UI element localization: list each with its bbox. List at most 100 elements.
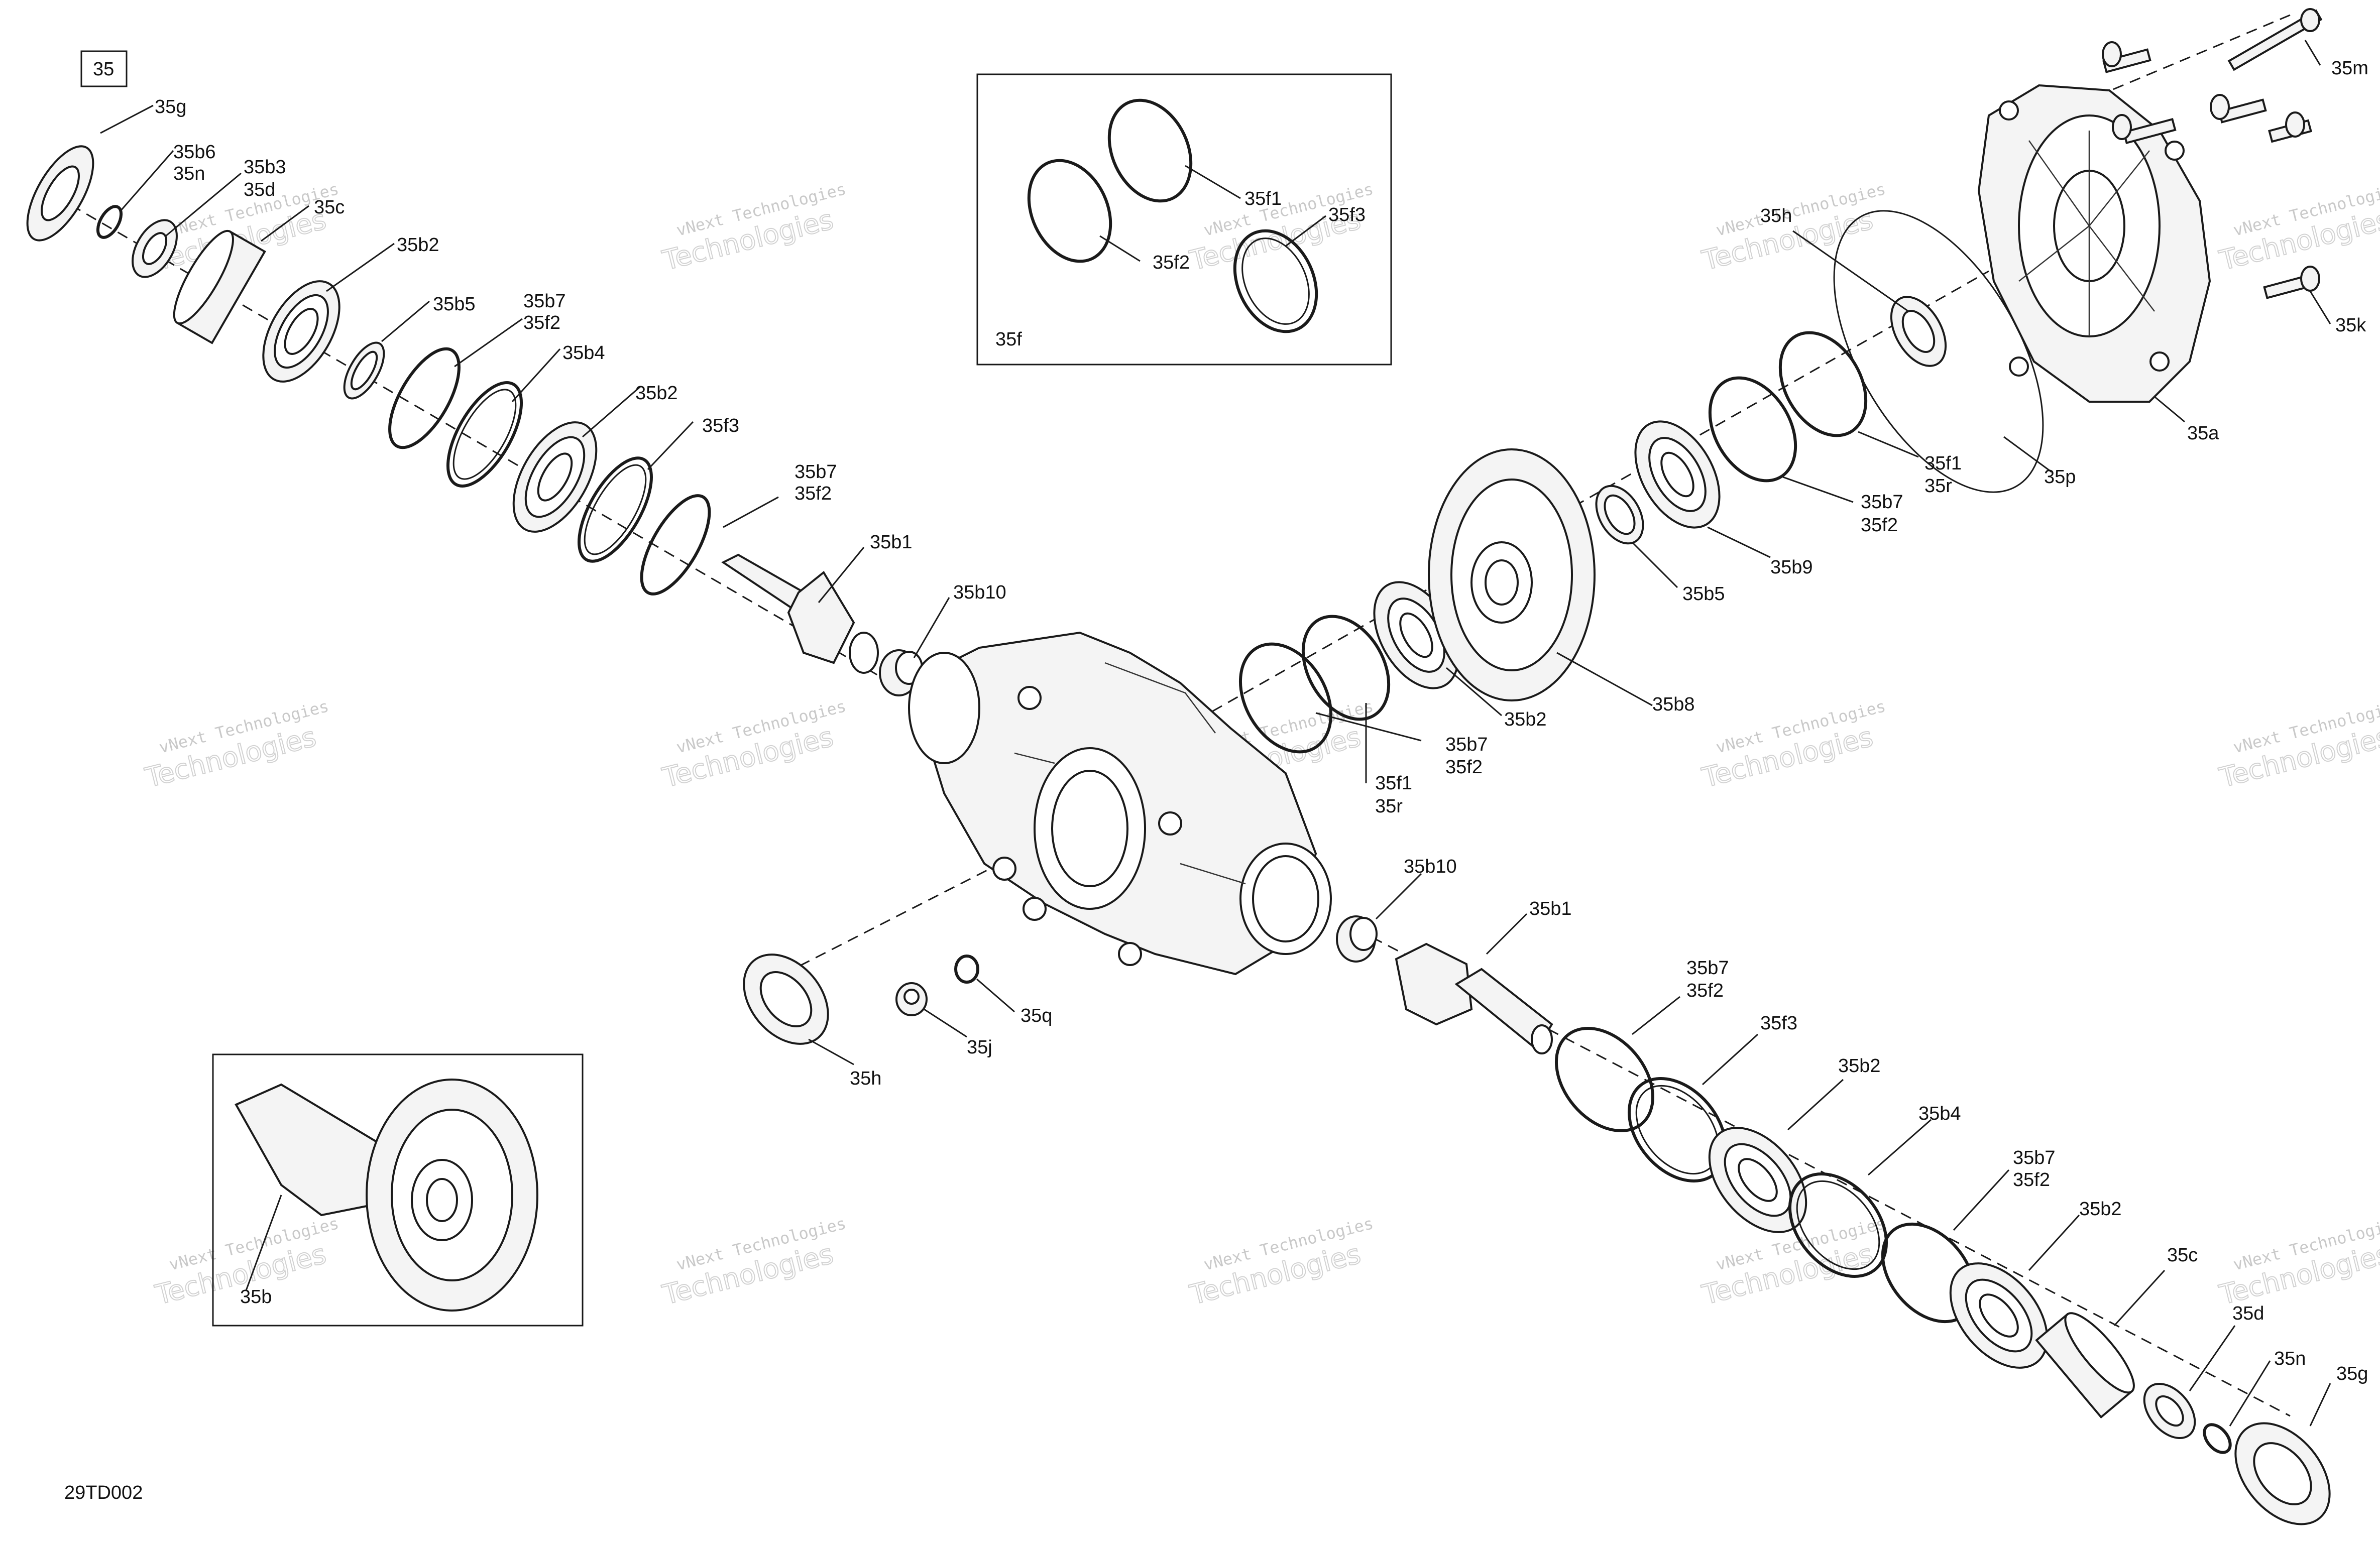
inset-box-35b [212,1053,584,1327]
part-35b7-shim [1238,642,1333,754]
label-35b2: 35b2 [397,234,439,256]
part-35h-seal [743,954,829,1045]
part-35b6-ring [96,205,123,239]
group-label-box [80,50,128,87]
label-35h: 35h [1760,205,1792,226]
part-35d-nut [2143,1382,2196,1440]
label-35f2: 35f2 [1861,515,1898,536]
label-35b7: 35b7 [1861,492,1903,513]
label-35b7: 35b7 [523,291,566,312]
part-35b4-shim [446,381,523,488]
label-35b9: 35b9 [1770,557,1813,578]
part-35b7-shim [388,347,461,449]
label-35b7: 35b7 [1686,958,1729,979]
part-35b9-bearing [1634,420,1721,529]
label-35f2: 35f2 [795,483,832,504]
part-35b1-pinion [1395,942,1553,1054]
part-35h-seal [1890,296,1947,367]
label-35b2: 35b2 [1504,709,1547,730]
label-35b5: 35b5 [1682,583,1725,605]
label-35b1: 35b1 [1529,898,1572,919]
label-35c: 35c [314,197,345,218]
label-35f3-inset: 35f3 [1328,204,1366,225]
label-35b10: 35b10 [953,582,1006,603]
inset-35f2-ring [1027,159,1112,263]
label-35f2: 35f2 [1445,757,1483,778]
leader-lines [100,40,2331,1427]
inset-35f3-ring [1233,229,1318,333]
label-35n: 35n [173,163,205,184]
lower-left-axis [783,848,1030,975]
label-35f-inset: 35f [995,329,1022,350]
label-35b4: 35b4 [1918,1103,1961,1124]
part-35k-bolt [2263,266,2320,299]
label-35d: 35d [2232,1303,2264,1324]
group-label: 35 [93,59,114,80]
part-35b5-spacer [1595,485,1644,545]
part-35a-cover [1977,84,2211,403]
label-35b8: 35b8 [1652,694,1695,715]
label-35b-inset: 35b [240,1286,272,1308]
inset-box-35f [976,73,1392,366]
part-35b1-pinion [721,553,879,674]
part-35q-washer [954,955,979,984]
part-35k-bolt [2268,111,2312,143]
part-35b3-nut [132,219,178,278]
label-35d: 35d [244,179,275,200]
label-35m: 35m [2331,58,2368,79]
label-35b10: 35b10 [1404,856,1457,877]
label-35f3: 35f3 [702,415,739,436]
label-35h: 35h [850,1068,881,1089]
part-35c-sleeve [173,229,266,344]
lower-right-axis [1355,928,2291,1417]
part-35b2-bearing [1708,1127,1807,1233]
part-35k-bolt [2210,94,2267,124]
part-35b7-shim [1554,1026,1655,1133]
label-35n: 35n [2274,1348,2306,1369]
label-35b2: 35b2 [635,383,678,404]
label-35b3: 35b3 [244,157,286,178]
label-35g: 35g [155,96,186,117]
part-35j-plug [895,982,928,1016]
part-35b7-shim [640,494,711,596]
part-labels: 35g 35b6 35n 35b3 35d 35c 35b2 35b5 35b7… [155,58,2368,1384]
label-35f1: 35f1 [1924,453,1962,474]
label-35f2: 35f2 [2013,1169,2050,1191]
label-35g: 35g [2336,1363,2368,1384]
inset-35f1-ring [1107,98,1193,203]
label-35f2-inset: 35f2 [1153,252,1190,273]
label-35b7: 35b7 [795,461,837,483]
part-35b2-bearing [1949,1262,2049,1369]
part-35b8-ring-gear [1428,448,1596,701]
part-35k-bolt [2112,114,2177,145]
label-35b6: 35b6 [173,142,216,163]
part-center-housing [908,631,1332,976]
label-35c: 35c [2167,1245,2198,1266]
part-35k-bolt [2102,41,2151,73]
part-35n-ring [2203,1423,2232,1454]
label-35f2: 35f2 [523,312,560,333]
label-35b2: 35b2 [2079,1199,2122,1220]
label-35j: 35j [967,1037,992,1058]
label-35b7: 35b7 [1445,734,1488,755]
label-35f2: 35f2 [1686,980,1724,1001]
inset-35b-gearset [235,1079,538,1312]
part-35g-seal [2234,1422,2331,1525]
label-35a: 35a [2187,423,2219,444]
label-35p: 35p [2044,466,2076,488]
label-35q: 35q [1021,1005,1052,1026]
label-35r: 35r [1924,476,1952,497]
label-35b2: 35b2 [1838,1055,1881,1077]
part-35m-bolt [2227,8,2323,71]
label-35b4: 35b4 [562,342,605,364]
label-35f1: 35f1 [1375,773,1412,794]
part-35c-sleeve [2035,1312,2135,1419]
part-35g-seal-left [26,145,94,242]
label-35r: 35r [1375,796,1403,817]
label-35b7: 35b7 [2013,1147,2056,1168]
part-35b5-spacer [343,341,385,400]
label-35b5: 35b5 [433,294,476,315]
part-35b10-bushing [1336,915,1378,963]
part-35f3-ring [578,456,653,563]
